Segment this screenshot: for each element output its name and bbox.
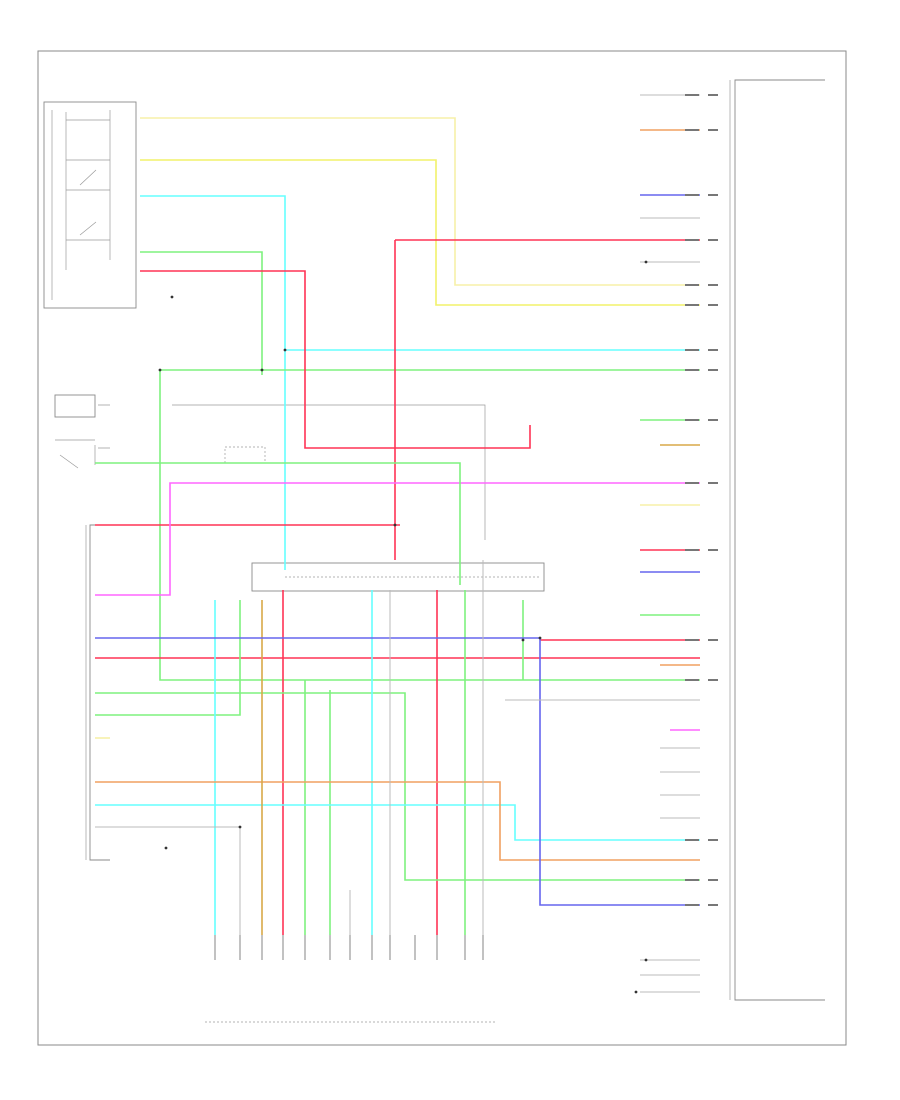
wire-blue: [95, 637, 700, 906]
wire-red-1: [140, 270, 531, 449]
wire-pink: [95, 482, 700, 596]
wire-yellow: [140, 159, 700, 306]
center-module: [251, 562, 545, 592]
wire-green-1: [140, 251, 263, 375]
ecm-connector-bracket: [734, 79, 825, 1001]
bottom-connector-pins: [214, 935, 484, 960]
wire-orange: [95, 781, 700, 861]
wire-gray-7: [660, 747, 700, 819]
wire-gray-6: [640, 94, 700, 993]
wire-green-3: [159, 370, 700, 681]
relay-box: [54, 394, 96, 418]
right-pin-markers: [685, 94, 718, 906]
diagram-frame: [37, 50, 847, 1046]
switch-box: [43, 101, 137, 309]
junctions: [158, 260, 648, 994]
wires: [95, 94, 700, 993]
wire-gray-1: [95, 826, 241, 935]
wire-green-5: [95, 692, 700, 881]
wire-green-4: [95, 462, 461, 585]
wire-light-yellow-1: [140, 117, 700, 286]
wire-cyan-3: [95, 804, 700, 841]
wire-cyan-1: [140, 195, 286, 570]
